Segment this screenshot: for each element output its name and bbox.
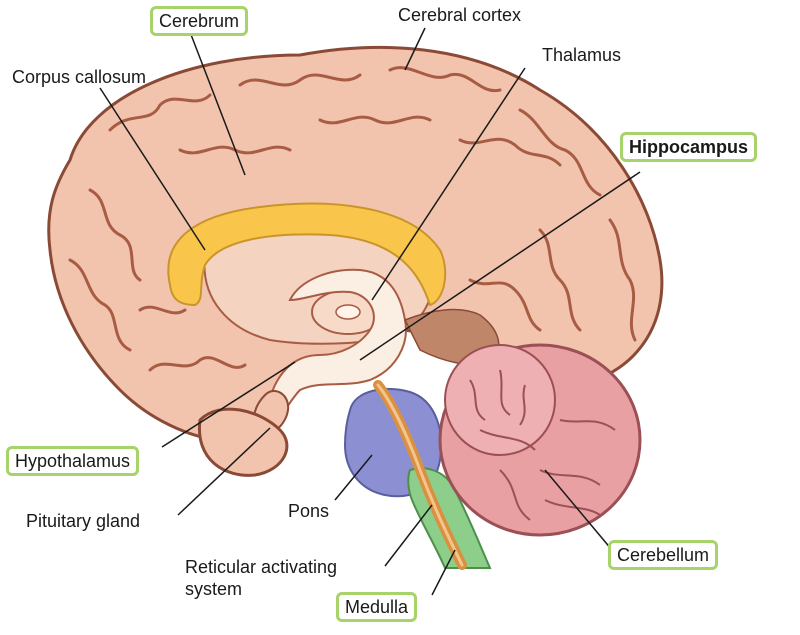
leader-pons	[334, 454, 373, 501]
label-corpus-callosum: Corpus callosum	[12, 67, 147, 87]
label-thalamus: Thalamus	[542, 45, 622, 65]
reticular-system-core	[376, 383, 464, 567]
thalamus-core	[335, 304, 361, 320]
cerebellum-shape	[438, 343, 642, 537]
leader-medulla	[431, 549, 456, 596]
leader-hippocampus	[359, 171, 641, 361]
label-hippocampus: Hippocampus	[620, 132, 758, 162]
label-cerebral-cortex: Cerebral cortex	[398, 5, 522, 25]
label-reticular-line1: Reticular activating	[185, 557, 338, 577]
label-medulla: Medulla	[336, 592, 418, 622]
leader-cerebellum	[544, 469, 613, 551]
leader-cerebrum	[189, 31, 246, 176]
leader-reticular	[384, 504, 433, 567]
label-pituitary-gland: Pituitary gland	[26, 511, 141, 531]
leader-corpus-callosum	[99, 87, 206, 251]
leader-hypothalamus	[161, 361, 296, 448]
label-pons: Pons	[288, 501, 330, 521]
label-cerebrum: Cerebrum	[150, 6, 249, 36]
leader-lines	[99, 27, 641, 596]
label-reticular-line2: system	[185, 579, 243, 599]
label-hypothalamus: Hypothalamus	[6, 446, 140, 476]
leader-cerebral-cortex	[404, 27, 426, 71]
label-cerebellum: Cerebellum	[608, 540, 719, 570]
corpus-callosum-shape	[167, 202, 447, 307]
leader-thalamus	[371, 67, 526, 301]
leader-pituitary	[177, 427, 271, 516]
temporal-shape	[197, 407, 289, 477]
